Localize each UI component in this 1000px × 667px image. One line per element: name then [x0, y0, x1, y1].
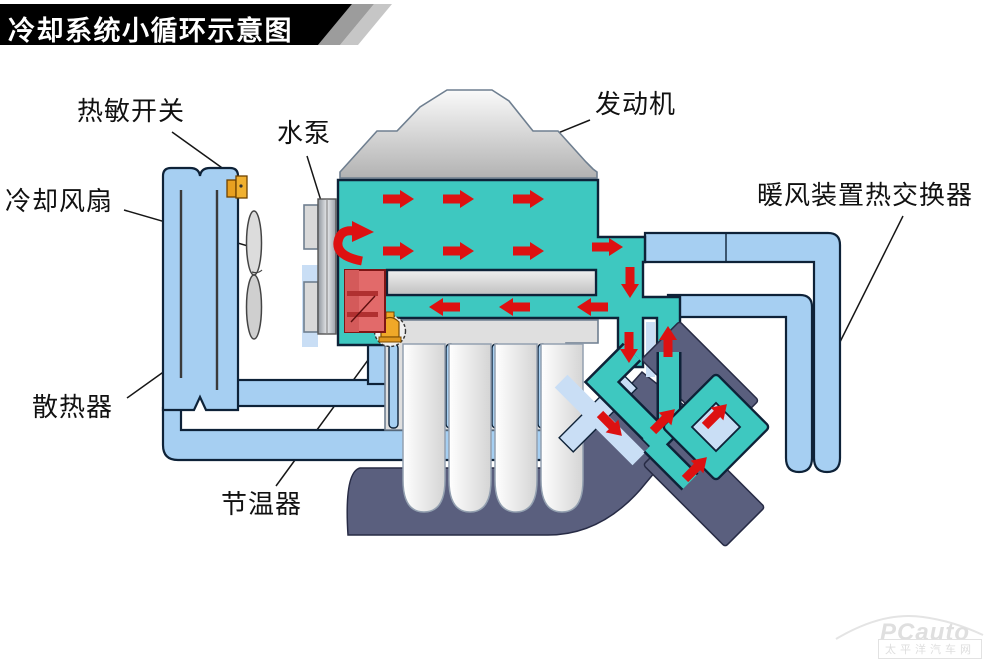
water-pump — [344, 269, 386, 333]
heater-exchanger-loop — [643, 231, 842, 474]
label-water-pump: 水泵 — [277, 118, 332, 148]
thermal-switch — [226, 175, 248, 199]
engine-mid-stripe — [388, 271, 595, 294]
label-engine: 发动机 — [595, 89, 677, 119]
cooling-fan — [245, 210, 263, 340]
radiator-body — [161, 166, 240, 412]
pump-pulley — [302, 198, 337, 347]
bypass-pipe-down — [587, 344, 666, 446]
flow-arrows — [333, 190, 734, 486]
watermark: PCauto 太平洋汽车网 — [828, 605, 988, 661]
label-heater-heat-exchanger: 暖风装置热交换器 — [757, 180, 974, 210]
bypass-loop-core — [690, 401, 742, 453]
label-radiator: 散热器 — [32, 392, 114, 422]
cylinders — [402, 343, 584, 513]
heater-return-pipe — [666, 293, 814, 474]
label-cooling-fan: 冷却风扇 — [5, 186, 114, 216]
engine-lower-block — [346, 319, 702, 536]
engine-top — [339, 89, 598, 179]
watermark-brand: PCauto — [880, 619, 970, 646]
watermark-car-swoosh — [835, 614, 984, 640]
label-thermostat: 节温器 — [221, 489, 303, 519]
page-title: 冷却系统小循环示意图 — [8, 16, 293, 46]
watermark-site: 太平洋汽车网 — [878, 639, 982, 659]
heater-supply-pipe — [643, 231, 842, 474]
title-banner: 冷却系统小循环示意图 — [0, 4, 352, 46]
label-thermal-switch: 热敏开关 — [77, 96, 186, 126]
